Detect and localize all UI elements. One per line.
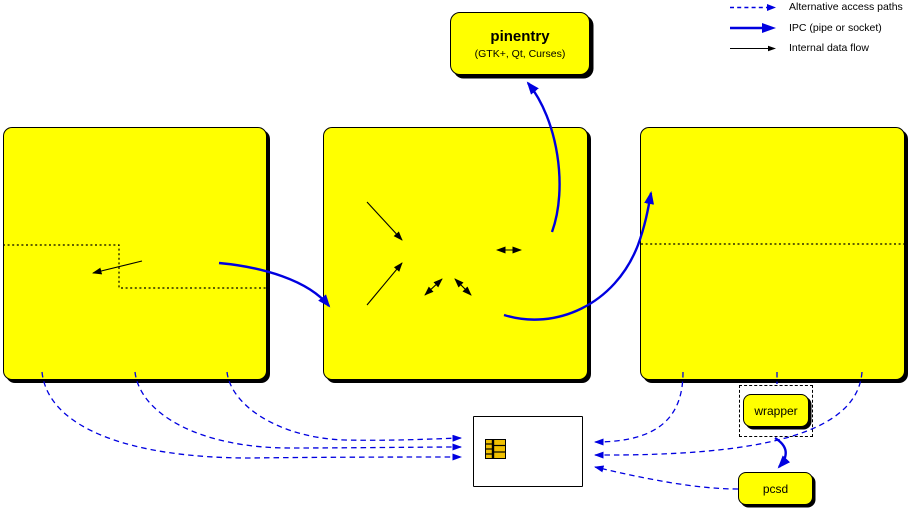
- pinentry-box: pinentry (GTK+, Qt, Curses): [450, 12, 590, 75]
- pcsd-box: pcsd: [738, 472, 813, 505]
- black-arrow-icon: [730, 45, 776, 51]
- pinentry-title: pinentry: [490, 27, 550, 45]
- alt-scdaemon-ctapi-to-card: [594, 371, 863, 459]
- legend-label: IPC (pipe or socket): [789, 22, 882, 34]
- ipc-wrapper-to-pcsd: [774, 436, 791, 469]
- legend-item-internal-flow: Internal data flow: [730, 42, 869, 54]
- gpgagent-box: [323, 127, 588, 380]
- wrapper-label: wrapper: [754, 403, 798, 418]
- gpg14-box: [3, 127, 267, 380]
- alt-pcsd-to-card: [594, 465, 739, 490]
- alt-scdaemon-ccid-to-card: [594, 371, 684, 446]
- smartcard: [473, 416, 583, 487]
- smartcard-chip-icon: [485, 439, 506, 459]
- alt-gpg14-ctapi-to-card: [226, 371, 462, 442]
- legend-label: Internal data flow: [789, 42, 869, 54]
- alt-gpg14-pcsc-to-card: [134, 371, 462, 451]
- solid-blue-arrow-icon: [730, 23, 776, 33]
- legend-item-alternative-paths: Alternative access paths: [730, 1, 903, 13]
- legend-item-ipc: IPC (pipe or socket): [730, 22, 882, 34]
- pinentry-subtitle: (GTK+, Qt, Curses): [474, 47, 566, 60]
- scdaemon-box: [640, 127, 905, 380]
- dashed-blue-arrow-icon: [730, 3, 776, 11]
- wrapper-box: wrapper: [743, 394, 809, 427]
- alt-gpg14-ccid-to-card: [41, 371, 462, 461]
- legend-label: Alternative access paths: [789, 1, 903, 13]
- pcsd-label: pcsd: [762, 481, 789, 496]
